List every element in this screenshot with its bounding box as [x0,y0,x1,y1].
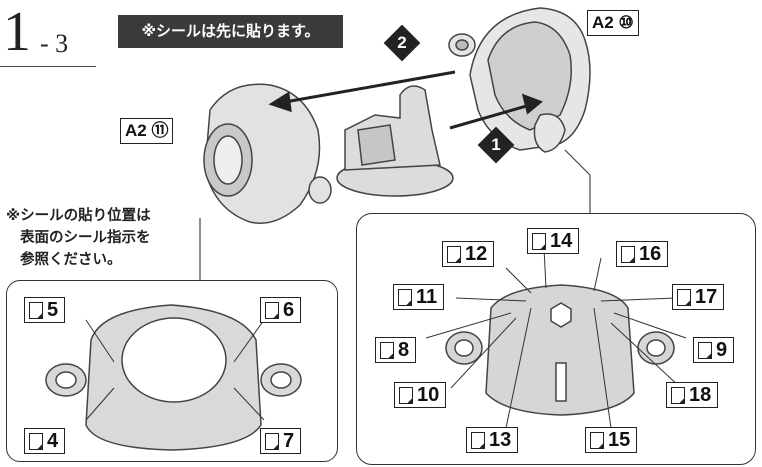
left-shell-interior-illustration [45,304,302,451]
seal-icon [380,341,394,359]
seal-label-18: 18 [666,382,719,408]
seal-label-8: 8 [375,337,417,363]
seal-icon [447,245,461,263]
step-badge-2-number: 2 [397,33,407,52]
seal-icon [265,432,279,450]
step-underline [0,66,96,67]
seal-label-17: 17 [672,284,725,310]
seal-label-9: 9 [693,337,735,363]
seal-icon [399,386,413,404]
sticker-first-note: ※シールは先に貼ります。 [118,15,343,48]
seal-label-15: 15 [585,427,638,453]
seal-label-5: 5 [24,297,66,323]
sticker-note-line-1: ※シールの貼り位置は [6,208,151,224]
seal-label-4: 4 [24,428,66,454]
part-label-a2-11: A2 ⑪ [120,118,174,144]
seal-label-6: 6 [260,297,302,323]
cockpit-seat-part [336,85,454,197]
seal-icon [29,432,43,450]
step-substep: - 3 [40,29,69,58]
part-label-a2-10: A2 ⑩ [587,10,639,36]
sticker-note-line-3: 参照ください。 [20,252,122,268]
seal-label-13: 13 [466,427,519,453]
seal-icon [698,341,712,359]
seal-label-7: 7 [260,428,302,454]
seal-label-12: 12 [442,241,495,267]
upper-shell-part [448,7,591,153]
seal-icon [590,431,604,449]
seal-label-16: 16 [616,241,669,267]
step-number: 1 [3,1,31,63]
seal-icon [621,245,635,263]
lower-shell-part [203,83,332,224]
seal-label-11: 11 [393,284,445,310]
seal-icon [398,288,412,306]
seal-icon [677,288,691,306]
sticker-note-line-2: 表面のシール指示を [20,230,151,246]
seal-label-14: 14 [527,228,580,254]
seal-icon [471,431,485,449]
right-shell-interior-illustration [425,247,687,429]
step-badge-1-number: 1 [491,135,501,154]
seal-icon [671,386,685,404]
sticker-position-note: ※シールの貼り位置は 表面のシール指示を 参照ください。 [6,205,216,271]
seal-icon [265,301,279,319]
seal-label-10: 10 [394,382,447,408]
assembly-arrows [268,70,543,130]
seal-icon [29,301,43,319]
seal-icon [532,232,546,250]
